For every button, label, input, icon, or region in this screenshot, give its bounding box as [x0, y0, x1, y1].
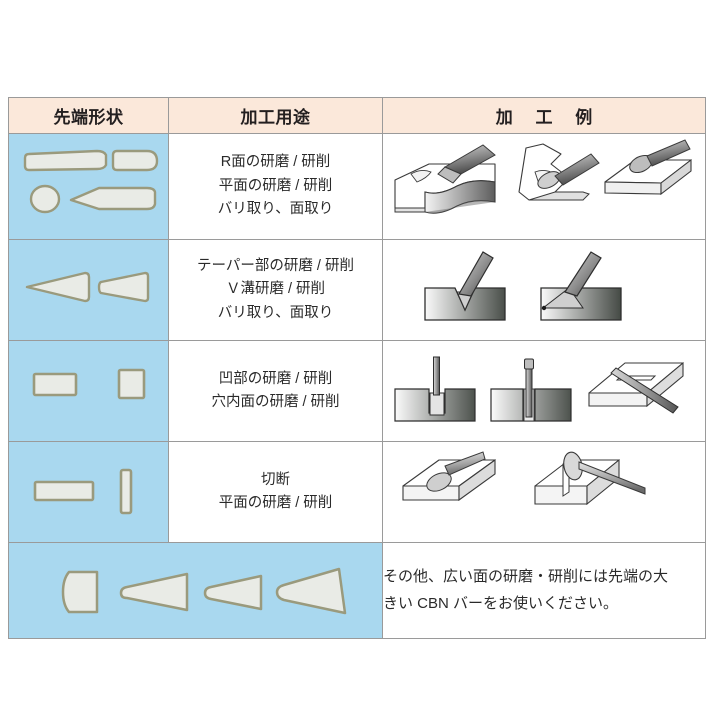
- use-line: Ｖ溝研磨 / 研削: [225, 281, 326, 298]
- example-cell-row-1: [382, 133, 706, 240]
- use-line: テーパー部の研磨 / 研削: [197, 257, 354, 274]
- use-cell-row-4: 切断 平面の研磨 / 研削: [168, 441, 383, 543]
- note-line: きい CBN バーをお使いください。: [383, 594, 619, 612]
- header-machining-example: 加 工 例: [382, 97, 706, 134]
- shape-group-row-1: [9, 134, 168, 239]
- table-row: テーパー部の研磨 / 研削 Ｖ溝研磨 / 研削 バリ取り、面取り: [8, 239, 706, 341]
- header-machining-use: 加工用途: [168, 97, 383, 134]
- rectangular-tips-icon: [32, 368, 146, 400]
- table-row: R面の研磨 / 研削 平面の研磨 / 研削 バリ取り、面取り: [8, 133, 706, 240]
- shape-cell-row-5: [8, 542, 383, 639]
- cylindrical-bar-on-plate-icon: [402, 451, 496, 502]
- shape-group-row-3: [9, 341, 168, 441]
- cutting-wheel-on-plate-icon: [534, 451, 646, 506]
- note-cell: その他、広い面の研磨・研削には先端の大 きい CBN バーをお使いください。: [382, 542, 706, 639]
- use-line: 凹部の研磨 / 研削: [218, 370, 333, 387]
- use-cell-row-2: テーパー部の研磨 / 研削 Ｖ溝研磨 / 研削 バリ取り、面取り: [168, 239, 383, 341]
- machining-examples-row-2: [424, 251, 622, 321]
- tapered-flat-bar-icon: [23, 149, 159, 214]
- table-row-bottom: その他、広い面の研磨・研削には先端の大 きい CBN バーをお使いください。: [8, 542, 706, 639]
- machining-examples-row-1: [394, 139, 692, 214]
- chamfer-cut-section-icon: [540, 251, 622, 321]
- table-row: 切断 平面の研磨 / 研削: [8, 441, 706, 543]
- example-cell-row-3: [382, 340, 706, 442]
- slot-bar-isometric-icon: [588, 361, 684, 414]
- thin-bar-tips-icon: [33, 468, 133, 515]
- shape-cell-row-1: [8, 133, 169, 240]
- example-cell-row-4: [382, 441, 706, 543]
- machining-examples-row-3: [394, 356, 684, 422]
- example-cell-row-2: [382, 239, 706, 341]
- use-line: バリ取り、面取り: [217, 201, 334, 218]
- shape-cell-row-3: [8, 340, 169, 442]
- use-cell-row-1: R面の研磨 / 研削 平面の研磨 / 研削 バリ取り、面取り: [168, 133, 383, 240]
- shape-group-row-2: [9, 240, 168, 340]
- use-line: バリ取り、面取り: [217, 304, 334, 321]
- shape-cell-row-4: [8, 441, 169, 543]
- use-line: 切断: [261, 471, 290, 488]
- shape-group-row-5: [9, 543, 382, 638]
- table-header-row: 先端形状 加工用途 加 工 例: [8, 97, 706, 134]
- large-tip-shapes-icon: [61, 567, 347, 615]
- use-cell-row-3: 凹部の研磨 / 研削 穴内面の研磨 / 研削: [168, 340, 383, 442]
- table-row: 凹部の研磨 / 研削 穴内面の研磨 / 研削: [8, 340, 706, 442]
- bore-grinding-section-icon: [490, 358, 572, 422]
- header-tip-shape: 先端形状: [8, 97, 169, 134]
- note-line: その他、広い面の研磨・研削には先端の大: [383, 568, 669, 586]
- grinding-flat-plate-icon: [604, 139, 692, 196]
- taper-cones-icon: [25, 271, 150, 303]
- shape-group-row-4: [9, 442, 168, 542]
- v-groove-cut-section-icon: [424, 251, 506, 321]
- machining-examples-row-4: [402, 451, 646, 506]
- recess-grinding-section-icon: [394, 356, 476, 422]
- use-line: 平面の研磨 / 研削: [218, 495, 333, 511]
- grinding-v-block-inner-icon: [518, 143, 600, 201]
- use-line: 穴内面の研磨 / 研削: [211, 394, 340, 410]
- use-line: R面の研磨 / 研削: [220, 154, 331, 171]
- machining-spec-table: 先端形状 加工用途 加 工 例: [8, 97, 706, 639]
- shape-cell-row-2: [8, 239, 169, 341]
- grinding-curved-surface-icon: [394, 144, 496, 214]
- use-line: 平面の研磨 / 研削: [218, 177, 333, 194]
